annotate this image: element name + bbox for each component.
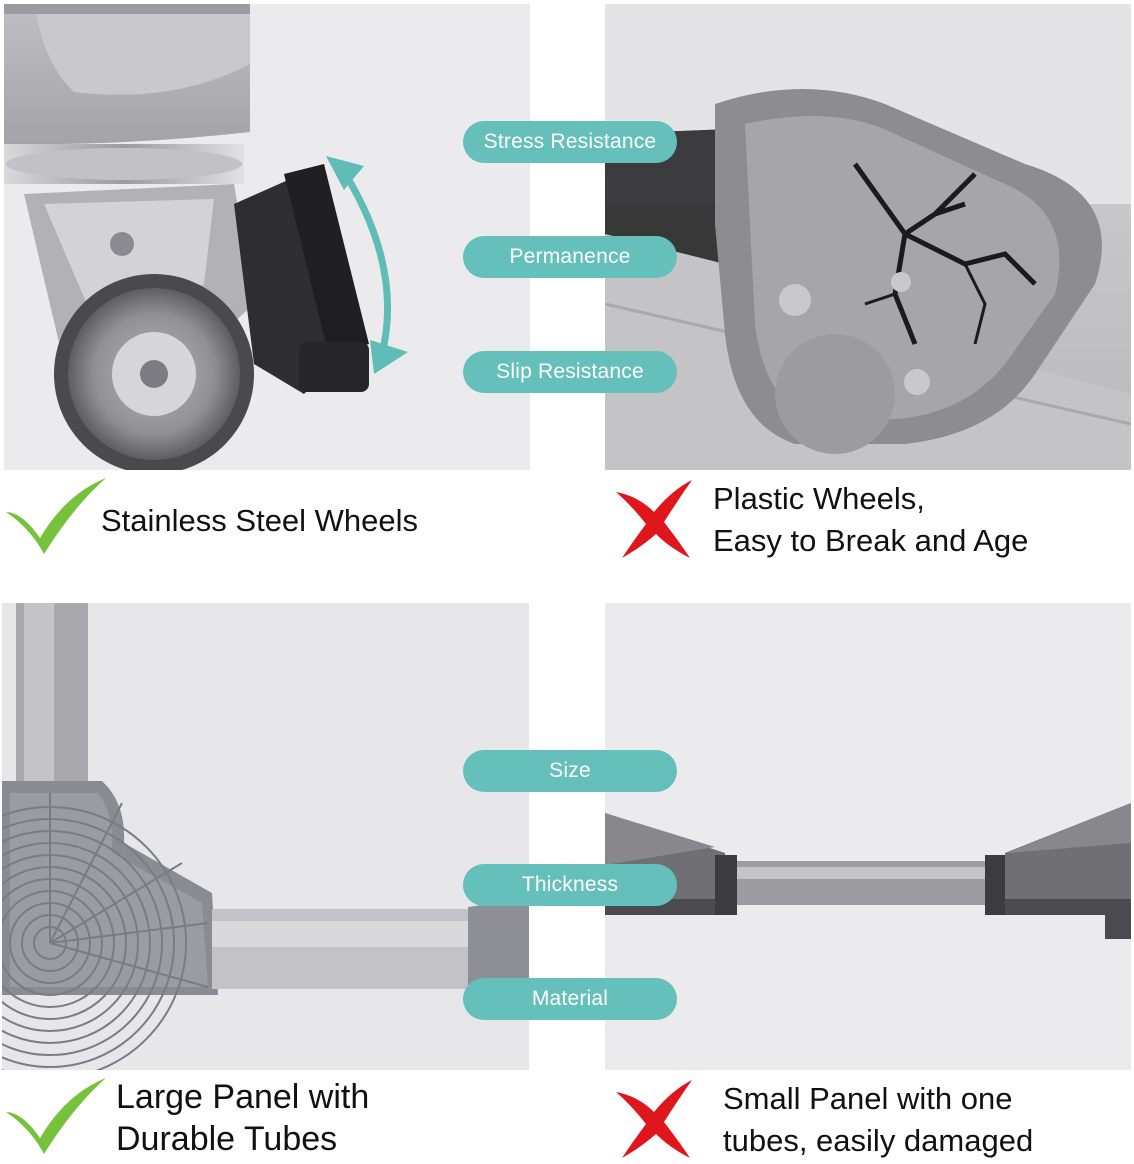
large-panel-photo <box>2 603 529 1070</box>
small-panel-illustration <box>605 603 1131 1070</box>
steel-wheel-photo <box>4 4 530 470</box>
large-panel-illustration <box>2 603 529 1070</box>
steel-wheel-illustration <box>4 4 530 470</box>
caption-line: Stainless Steel Wheels <box>101 503 419 538</box>
caption-line: tubes, easily damaged <box>723 1123 1034 1158</box>
caption-plastic-wheels: Plastic Wheels, Easy to Break and Age <box>713 478 1028 562</box>
small-panel-photo <box>605 603 1131 1070</box>
caption-line: Large Panel with <box>116 1078 370 1116</box>
feature-pill-stress-resistance: Stress Resistance <box>463 121 677 163</box>
feature-pill-permanence: Permanence <box>463 236 677 278</box>
cracked-plastic-wheel-photo <box>605 4 1131 470</box>
feature-pill-material: Material <box>463 978 677 1020</box>
caption-line: Durable Tubes <box>116 1120 338 1158</box>
caption-stainless-steel-wheels: Stainless Steel Wheels <box>101 502 418 540</box>
feature-pill-size: Size <box>463 750 677 792</box>
caption-small-panel: Small Panel with one tubes, easily damag… <box>723 1078 1033 1162</box>
check-mark-icon <box>6 478 106 554</box>
cross-mark-icon <box>616 1080 692 1158</box>
caption-line: Plastic Wheels, <box>713 481 925 516</box>
caption-line: Small Panel with one <box>723 1081 1013 1116</box>
caption-large-panel: Large Panel with Durable Tubes <box>116 1076 369 1160</box>
check-mark-icon <box>6 1078 106 1154</box>
cross-mark-icon <box>616 480 692 558</box>
cracked-wheel-illustration <box>605 4 1131 470</box>
feature-pill-slip-resistance: Slip Resistance <box>463 351 677 393</box>
feature-pill-thickness: Thickness <box>463 864 677 906</box>
caption-line: Easy to Break and Age <box>713 523 1029 558</box>
